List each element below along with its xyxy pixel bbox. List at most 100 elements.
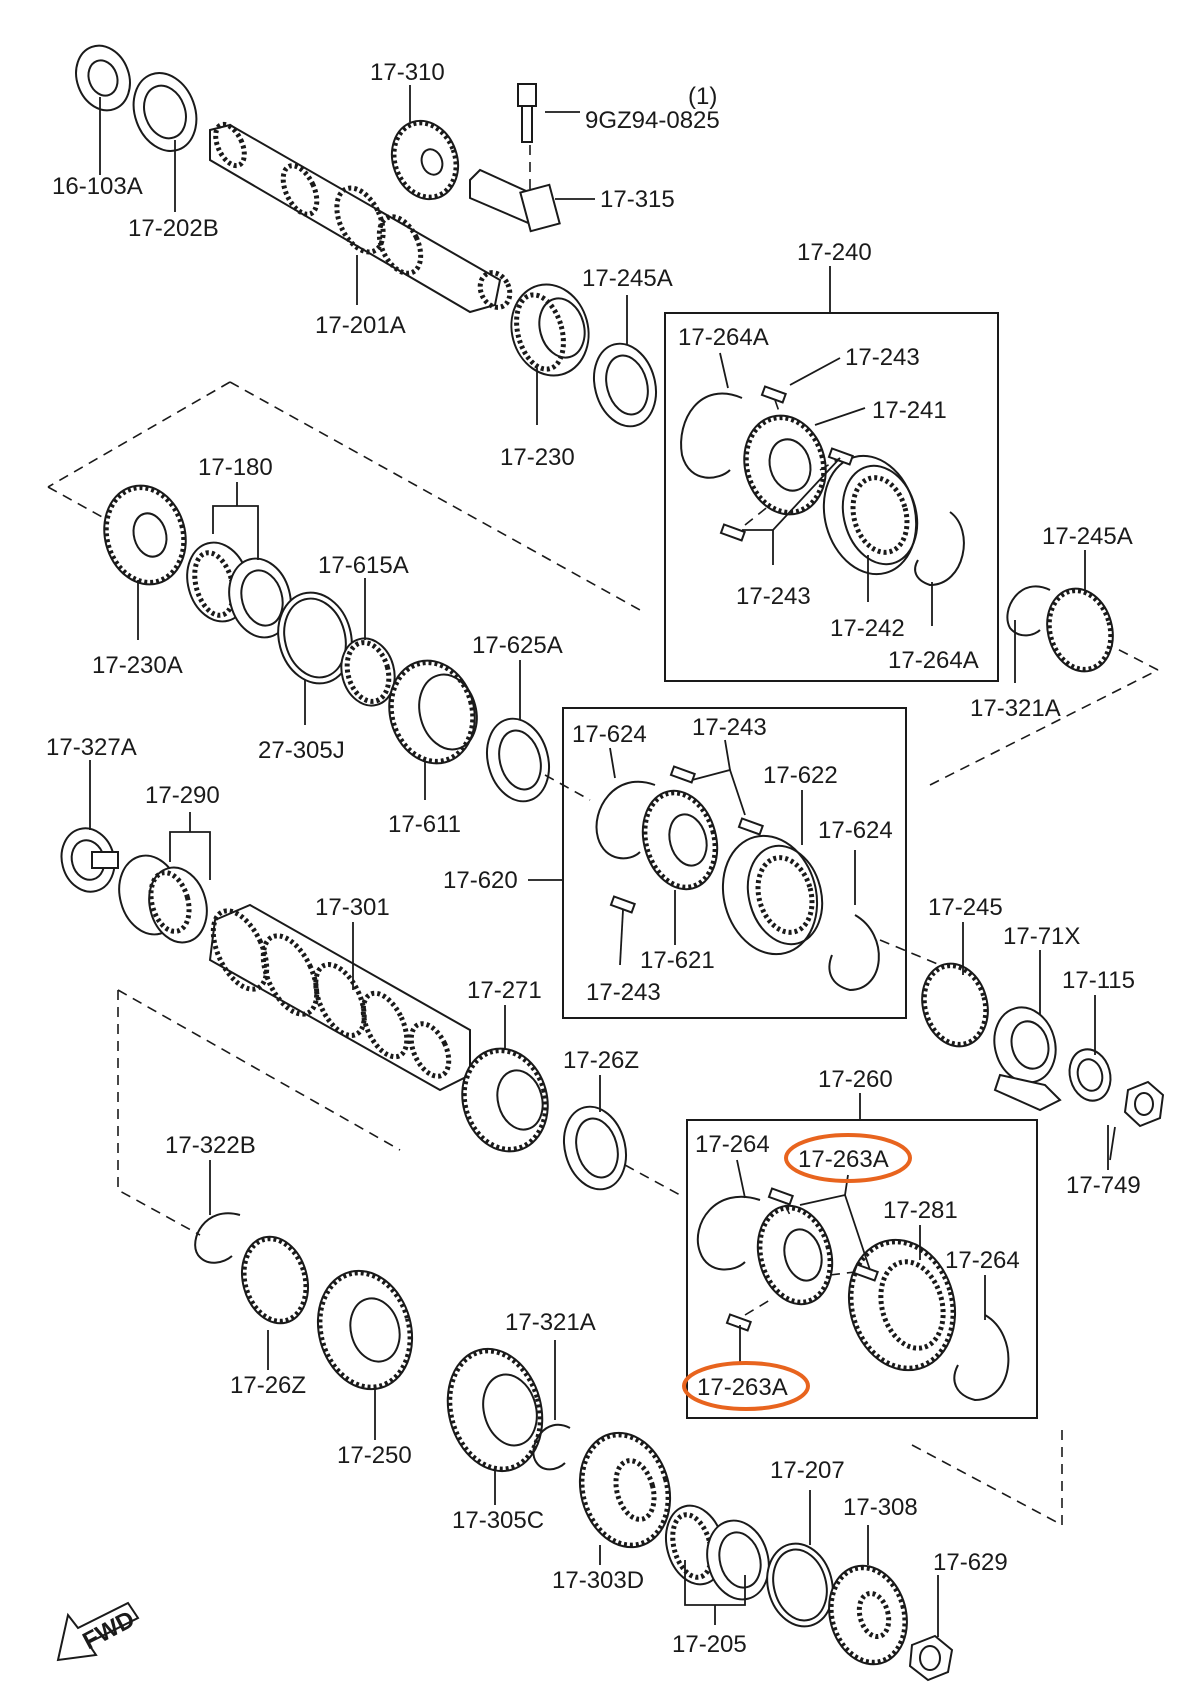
- snap-ring-17-322B: [194, 1212, 241, 1264]
- bearing-17-327A: [60, 827, 119, 893]
- gear-17-271: [461, 1047, 549, 1153]
- synchronizer-ring-17-245A-top: [593, 342, 657, 428]
- countershaft-17-301: [208, 903, 471, 1092]
- synchronizer-ring-17-245A-right: [1046, 587, 1114, 673]
- bearing-17-202B: [132, 72, 198, 152]
- highlight-17-263A-top: [784, 1133, 912, 1183]
- label-17-264A-bot: 17-264A: [888, 647, 979, 674]
- bearing-17-180: [186, 541, 292, 639]
- snap-ring-17-321A-bot: [532, 1424, 571, 1471]
- shaft-17-315: [469, 168, 561, 233]
- label-17-230: 17-230: [500, 444, 575, 471]
- label-17-241: 17-241: [872, 397, 947, 424]
- label-17-621: 17-621: [640, 947, 715, 974]
- leader-lines: [89, 85, 1116, 1637]
- washer-17-207: [766, 1542, 834, 1628]
- label-17-243-a: 17-243: [845, 344, 920, 371]
- fwd-arrow-icon: [56, 1601, 140, 1662]
- synchronizer-ring-17-26Z-top: [563, 1105, 627, 1191]
- snap-ring-17-321A-top: [1006, 585, 1051, 637]
- assembly-box-17-620: [562, 707, 907, 1019]
- gear-17-611: [388, 659, 478, 765]
- washer-27-305J: [277, 591, 353, 685]
- label-17-245A-right: 17-245A: [1042, 523, 1133, 550]
- label-17-201A: 17-201A: [315, 312, 406, 339]
- input-shaft-17-201A: [209, 121, 513, 314]
- label-17-264-b: 17-264: [945, 1247, 1020, 1274]
- bearing-17-205: [665, 1504, 770, 1601]
- nut-17-749: [1123, 1080, 1165, 1128]
- label-17-322B: 17-322B: [165, 1132, 256, 1159]
- label-17-308: 17-308: [843, 1494, 918, 1521]
- label-9GZ94-0825: 9GZ94-0825: [585, 107, 720, 134]
- label-17-230A: 17-230A: [92, 652, 183, 679]
- label-17-180: 17-180: [198, 454, 273, 481]
- nut-17-629: [908, 1634, 954, 1682]
- gear-17-308: [828, 1564, 908, 1666]
- label-17-207: 17-207: [770, 1457, 845, 1484]
- part-labels: 16-103A 17-202B 17-310 (1) 9GZ94-0825 17…: [46, 59, 1141, 1658]
- bolt-9GZ94-0825: [517, 83, 537, 143]
- assembly-box-17-260: [686, 1119, 1038, 1419]
- label-17-71X: 17-71X: [1003, 923, 1080, 950]
- label-quantity: (1): [688, 83, 717, 110]
- label-17-245A-top: 17-245A: [582, 265, 673, 292]
- label-17-242: 17-242: [830, 615, 905, 642]
- label-17-240: 17-240: [797, 239, 872, 266]
- label-17-624-a: 17-624: [572, 721, 647, 748]
- label-17-321A-bot: 17-321A: [505, 1309, 596, 1336]
- label-17-327A: 17-327A: [46, 734, 137, 761]
- label-17-305C: 17-305C: [452, 1507, 544, 1534]
- gear-17-305C: [446, 1347, 544, 1473]
- label-17-303D: 17-303D: [552, 1567, 644, 1594]
- assembly-box-17-240: [664, 312, 999, 682]
- label-17-620: 17-620: [443, 867, 518, 894]
- label-17-264-a: 17-264: [695, 1131, 770, 1158]
- synchronizer-ring-17-245: [921, 962, 989, 1048]
- 17-240-contents: [680, 385, 965, 587]
- label-17-245: 17-245: [928, 894, 1003, 921]
- synchronizer-ring-17-26Z-bot: [241, 1235, 309, 1325]
- label-17-243-c: 17-243: [692, 714, 767, 741]
- bearing-16-103A: [75, 44, 131, 112]
- label-17-115: 17-115: [1062, 967, 1135, 994]
- label-17-749: 17-749: [1066, 1172, 1141, 1199]
- label-17-321A-top: 17-321A: [970, 695, 1061, 722]
- label-17-624-b: 17-624: [818, 817, 893, 844]
- label-17-625A: 17-625A: [472, 632, 563, 659]
- label-17-26Z-bot: 17-26Z: [230, 1372, 306, 1399]
- label-17-301: 17-301: [315, 894, 390, 921]
- bearing-17-230: [510, 283, 590, 377]
- label-17-263A-bot: 17-263A: [697, 1374, 788, 1401]
- label-17-615A: 17-615A: [318, 552, 409, 579]
- gear-17-303D: [578, 1431, 672, 1549]
- label-17-260: 17-260: [818, 1066, 893, 1093]
- label-17-264A-top: 17-264A: [678, 324, 769, 351]
- label-17-281: 17-281: [883, 1197, 958, 1224]
- synchronizer-ring-17-625A: [486, 717, 550, 803]
- bearing-17-290: [118, 854, 208, 944]
- label-17-629: 17-629: [933, 1549, 1008, 1576]
- label-17-310: 17-310: [370, 59, 445, 86]
- gear-17-250: [316, 1269, 414, 1391]
- gear-17-310: [390, 119, 460, 201]
- label-17-611: 17-611: [388, 811, 461, 838]
- label-17-243-b: 17-243: [736, 583, 811, 610]
- label-17-26Z-top: 17-26Z: [563, 1047, 639, 1074]
- label-17-263A-top: 17-263A: [798, 1146, 889, 1173]
- label-17-315: 17-315: [600, 186, 675, 213]
- label-17-622: 17-622: [763, 762, 838, 789]
- label-17-205: 17-205: [672, 1631, 747, 1658]
- gear-17-230A: [103, 484, 187, 586]
- label-17-290: 17-290: [145, 782, 220, 809]
- highlight-17-263A-bot: [682, 1361, 810, 1411]
- label-17-202B: 17-202B: [128, 215, 219, 242]
- bearing-17-615A: [340, 637, 396, 707]
- label-17-243-d: 17-243: [586, 979, 661, 1006]
- 17-620-contents: [595, 765, 880, 992]
- bearing-17-71X: [993, 1006, 1062, 1112]
- label-17-271: 17-271: [467, 977, 542, 1004]
- label-16-103A: 16-103A: [52, 173, 143, 200]
- label-27-305J: 27-305J: [258, 737, 345, 764]
